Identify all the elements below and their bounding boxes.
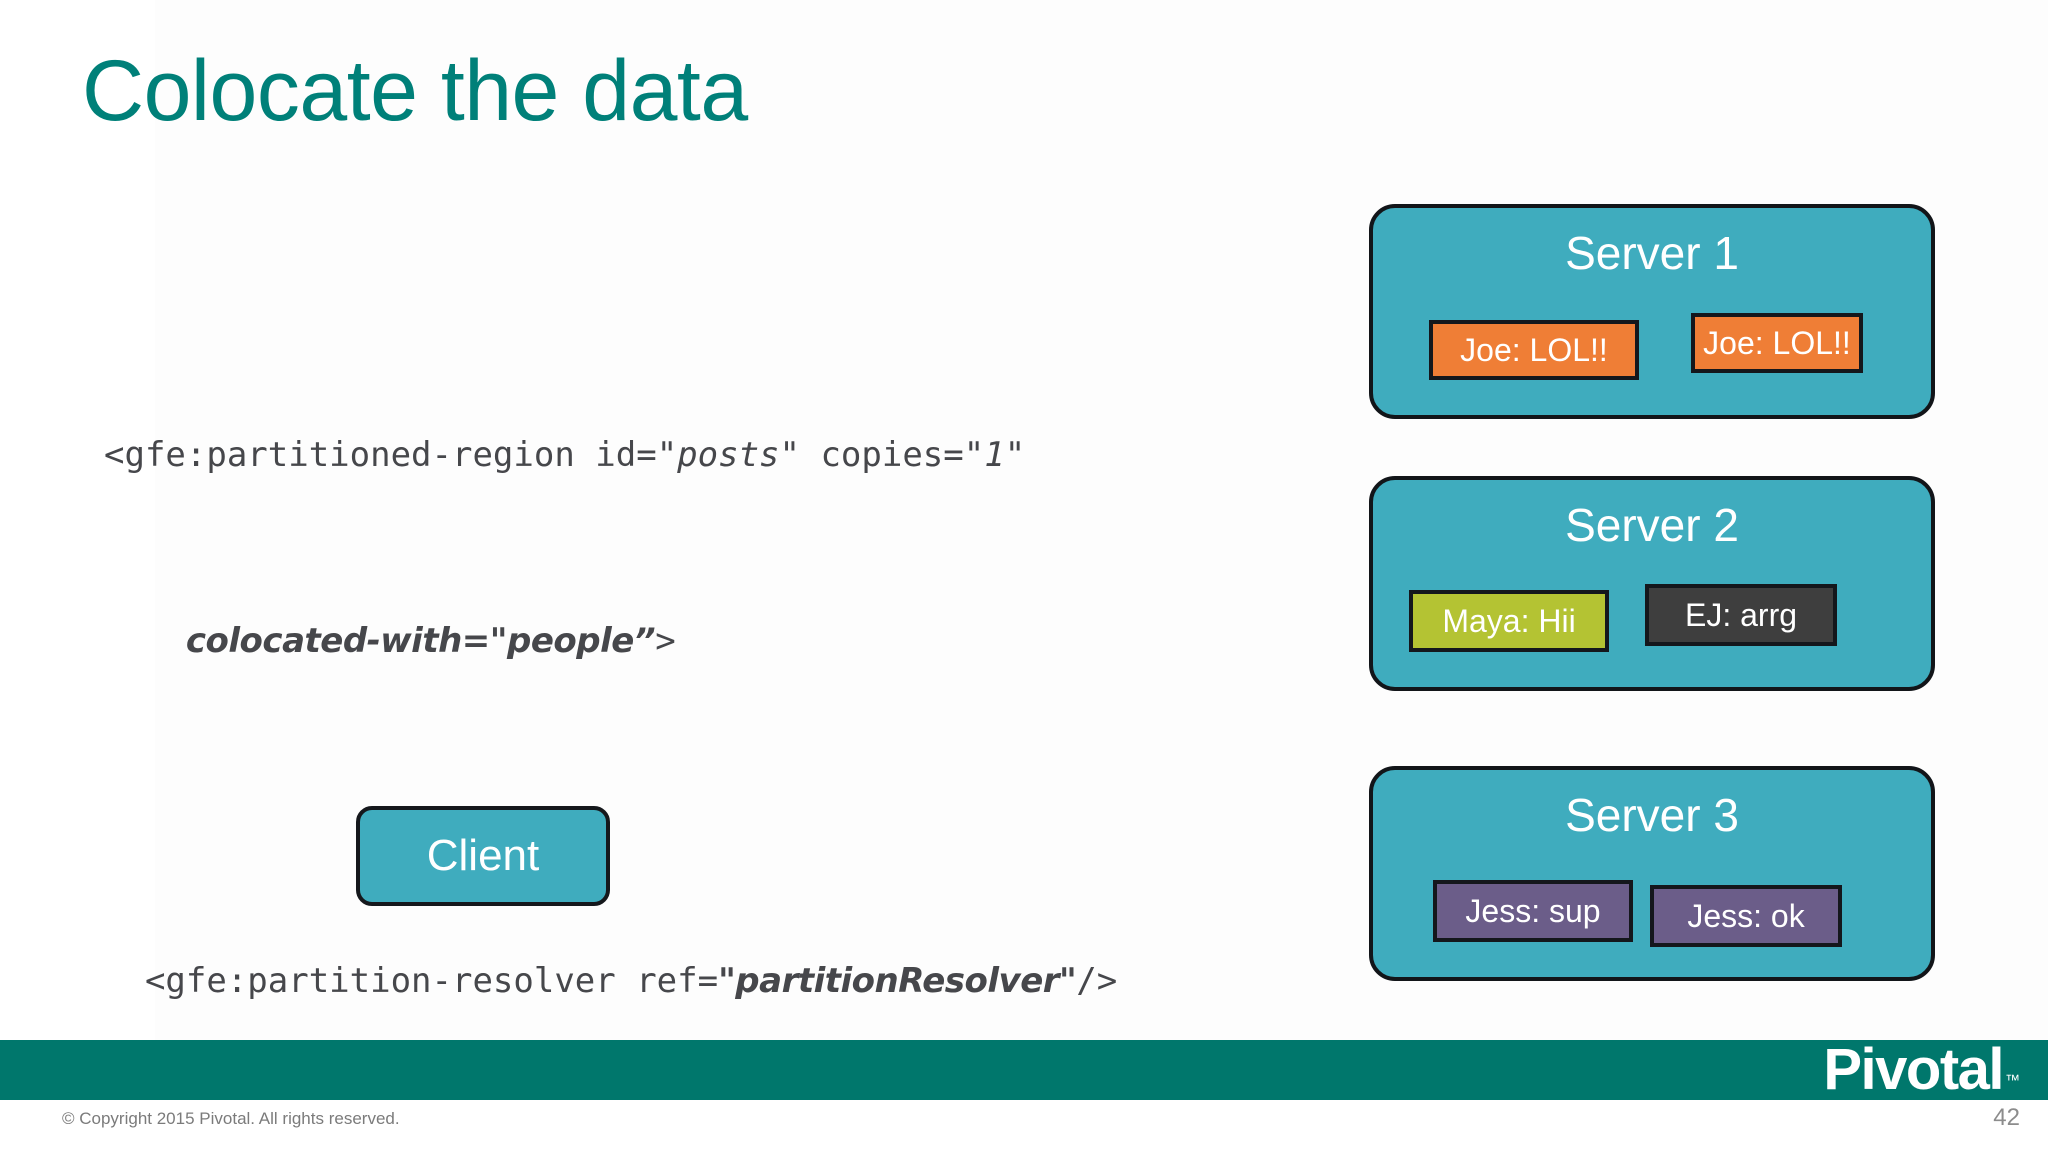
client-label: Client — [426, 831, 540, 880]
code-line-3-tag: <gfe:partition-resolver ref= — [104, 961, 719, 1001]
server-2-chip-1: Maya: Hii — [1409, 590, 1609, 652]
code-line-3-close: /> — [1076, 961, 1118, 1001]
server-node-3: Server 3 Jess: sup Jess: ok — [1369, 766, 1935, 981]
page-number: 42 — [1993, 1104, 2020, 1131]
code-line-1-tag: <gfe:partitioned-region id= — [104, 435, 657, 475]
code-spacer-2 — [104, 1136, 1284, 1152]
code-line-1-copies-value: "1" — [963, 435, 1026, 475]
code-line-1: <gfe:partitioned-region id="posts" copie… — [104, 424, 1284, 486]
code-line-3: <gfe:partition-resolver ref="partitionRe… — [104, 950, 1284, 1012]
code-line-2-indent — [104, 621, 186, 661]
server-2-title: Server 2 — [1565, 499, 1739, 551]
code-line-1-id-value: "posts" — [656, 435, 800, 475]
copyright-text: © Copyright 2015 Pivotal. All rights res… — [62, 1109, 400, 1128]
server-1-chip-1: Joe: LOL!! — [1429, 320, 1639, 380]
code-line-1-attr: copies= — [799, 435, 964, 475]
code-line-2: colocated-with="people”> — [104, 610, 1284, 672]
code-line-3-ref-value: "partitionResolver" — [718, 961, 1077, 1001]
page-title: Colocate the data — [82, 43, 748, 139]
code-line-2-colocated-attr: colocated-with="people” — [185, 621, 656, 661]
pivotal-logo-text: Pivotal — [1823, 1037, 2004, 1102]
server-1-title: Server 1 — [1565, 227, 1739, 279]
server-2-chip-2: EJ: arrg — [1645, 584, 1837, 646]
server-node-1: Server 1 Joe: LOL!! Joe: LOL!! — [1369, 204, 1935, 419]
code-line-2-close: > — [655, 621, 676, 661]
client-node: Client — [356, 806, 610, 906]
code-spacer-1 — [104, 796, 1284, 826]
server-3-title: Server 3 — [1565, 789, 1739, 841]
code-block: <gfe:partitioned-region id="posts" copie… — [104, 300, 1284, 1152]
server-1-chip-2: Joe: LOL!! — [1691, 313, 1863, 373]
server-3-chip-2: Jess: ok — [1650, 885, 1842, 947]
server-3-chip-1: Jess: sup — [1433, 880, 1633, 942]
footer-bar — [0, 1040, 2048, 1100]
trademark-icon: ™ — [2005, 1072, 2020, 1089]
server-node-2: Server 2 Maya: Hii EJ: arrg — [1369, 476, 1935, 691]
